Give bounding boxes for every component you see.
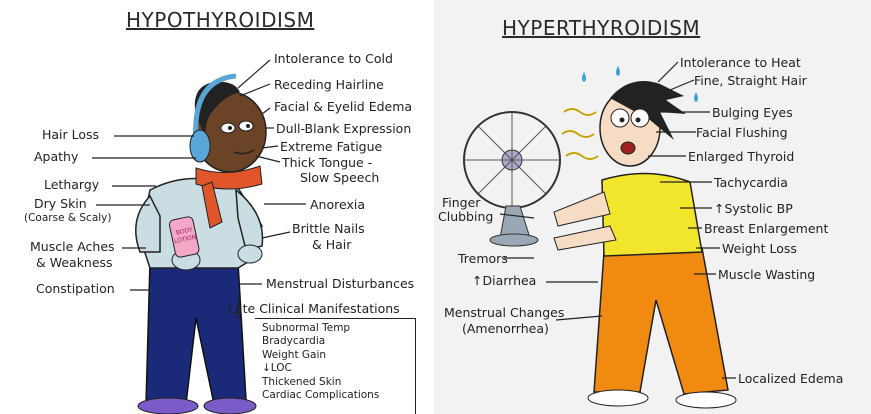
label-brittle-nails-hair: & Hair [312,238,351,252]
label-anorexia: Anorexia [310,198,365,212]
late-item: Cardiac Complications [262,389,379,402]
label-muscle-aches: Muscle Aches [30,240,115,254]
hypothyroidism-panel: HYPOTHYROIDISM Intolerance to Cold Reced… [0,0,432,414]
label-hair-loss: Hair Loss [42,128,99,142]
late-item: Subnormal Temp [262,322,379,335]
label-systolic-bp: ↑Systolic BP [714,202,793,216]
label-clubbing: Clubbing [438,210,493,224]
label-dry-skin-sub: (Coarse & Scaly) [24,212,112,224]
label-muscle-aches-weakness: & Weakness [36,256,113,270]
late-clinical-manifestations-title: Late Clinical Manifestations [228,302,400,316]
label-facial-flushing: Facial Flushing [696,126,788,140]
label-constipation: Constipation [36,282,115,296]
late-item: ↓LOC [262,362,379,375]
label-fine-straight-hair: Fine, Straight Hair [694,74,807,88]
label-weight-loss: Weight Loss [722,242,797,256]
label-extreme-fatigue: Extreme Fatigue [280,140,382,154]
label-lethargy: Lethargy [44,178,99,192]
label-localized-edema: Localized Edema [738,372,843,386]
label-bulging-eyes: Bulging Eyes [712,106,793,120]
label-tremors: Tremors [458,252,508,266]
hypothyroidism-title: HYPOTHYROIDISM [126,8,314,32]
label-muscle-wasting: Muscle Wasting [718,268,815,282]
label-amenorrhea: (Amenorrhea) [462,322,549,336]
label-thick-tongue: Thick Tongue - [282,156,372,170]
label-intolerance-to-cold: Intolerance to Cold [274,52,393,66]
label-enlarged-thyroid: Enlarged Thyroid [688,150,794,164]
label-dull-blank-expression: Dull-Blank Expression [276,122,411,136]
label-tachycardia: Tachycardia [714,176,788,190]
late-item: Thickened Skin [262,376,379,389]
label-slow-speech: Slow Speech [300,171,379,185]
hyperthyroidism-title: HYPERTHYROIDISM [502,16,700,40]
label-intolerance-to-heat: Intolerance to Heat [680,56,801,70]
late-item: Bradycardia [262,335,379,348]
label-menstrual-changes: Menstrual Changes [444,306,564,320]
label-finger: Finger [442,196,480,210]
label-apathy: Apathy [34,150,78,164]
label-dry-skin: Dry Skin [34,197,87,211]
label-breast-enlargement: Breast Enlargement [704,222,828,236]
label-brittle-nails: Brittle Nails [292,222,365,236]
late-manifestations-list: Subnormal Temp Bradycardia Weight Gain ↓… [262,322,379,402]
hyperthyroid-figure-illustration [434,0,871,414]
label-facial-eyelid-edema: Facial & Eyelid Edema [274,100,412,114]
label-receding-hairline: Receding Hairline [274,78,384,92]
label-diarrhea: ↑Diarrhea [472,274,536,288]
late-item: Weight Gain [262,349,379,362]
label-menstrual-disturbances: Menstrual Disturbances [266,277,414,291]
hyperthyroidism-panel: HYPERTHYROIDISM Intolerance to Heat Fine… [434,0,871,414]
